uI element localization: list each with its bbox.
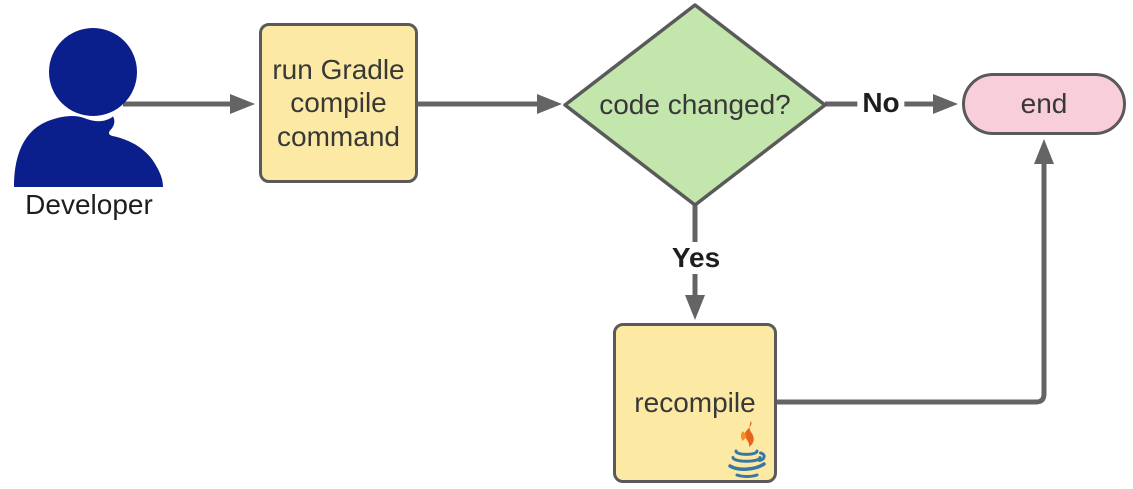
node-recompile-label: recompile — [634, 387, 756, 419]
node-end: end — [962, 73, 1126, 135]
actor-label: Developer — [25, 189, 153, 220]
edge-label-yes: Yes — [666, 242, 726, 274]
node-recompile: recompile — [613, 323, 777, 483]
edge-recompile-to-end — [777, 139, 1054, 405]
node-end-label: end — [1020, 88, 1068, 120]
node-run-gradle-compile-label: run Gradle compile command — [272, 53, 405, 152]
node-run-gradle-compile: run Gradle compile command — [259, 23, 418, 183]
node-code-changed-label: code changed? — [599, 89, 791, 120]
person-icon — [14, 28, 163, 187]
java-icon — [728, 421, 766, 478]
node-code-changed-decision: code changed? — [565, 5, 825, 205]
edge-label-no: No — [857, 87, 905, 119]
decision-diamond-shape — [563, 3, 827, 207]
